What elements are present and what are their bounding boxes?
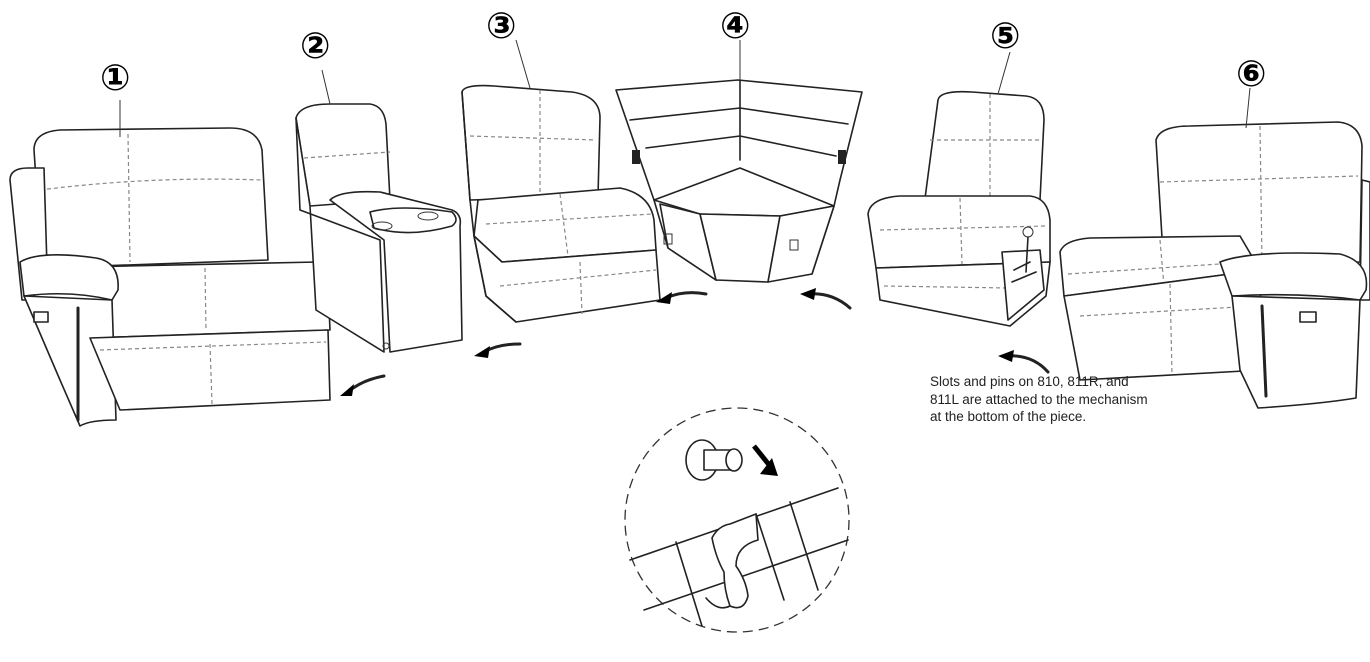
- pin-icon: [686, 440, 778, 480]
- piece-2-label: ②: [300, 26, 330, 67]
- piece-6-recliner-right: [1060, 88, 1370, 408]
- piece-4-label: ④: [720, 6, 750, 47]
- caption-text: Slots and pins on 810, 811R, and 811L ar…: [930, 373, 1160, 426]
- piece-1-label: ①: [100, 58, 130, 99]
- piece-5-label: ⑤: [990, 16, 1020, 57]
- piece-1-recliner-left: [10, 100, 330, 426]
- piece-3-label: ③: [486, 6, 516, 47]
- arrow-icon: [998, 350, 1048, 372]
- piece-5-armless-chair: [868, 52, 1050, 326]
- arrow-icon: [474, 344, 520, 358]
- piece-3-armless-chair: [462, 40, 660, 322]
- arrow-icon: [800, 288, 850, 308]
- slot-icon: [630, 488, 848, 626]
- arrow-icon: [340, 376, 384, 396]
- piece-6-label: ⑥: [1236, 54, 1266, 95]
- arrow-icon: [656, 292, 706, 304]
- piece-2-console: [296, 70, 462, 352]
